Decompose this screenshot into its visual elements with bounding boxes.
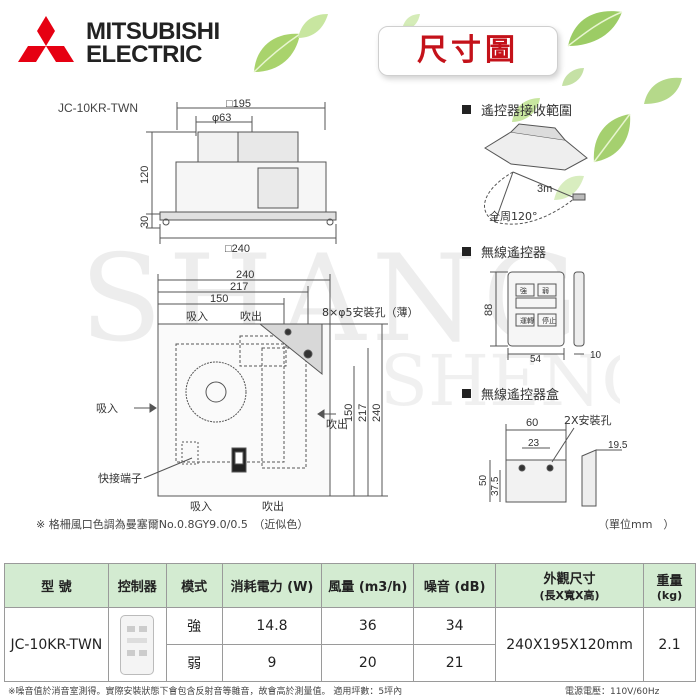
cell-model: JC-10KR-TWN — [4, 607, 109, 682]
remote-btn-run: 運轉 — [520, 316, 534, 325]
front-view-drawing: 240 217 150 8×φ5安裝孔（薄） 吸入 吹出 吸入 吹出 吸入 吹出… — [96, 269, 418, 512]
remote-depth: 10 — [590, 350, 602, 361]
spec-table: 型 號 控制器 模式 消耗電力 (W) 風量 (m3/h) 噪音 (dB) 外觀… — [4, 563, 696, 682]
holder-holes: 2X安裝孔 — [564, 413, 612, 427]
leaf-icon — [567, 11, 623, 47]
table-header-row: 型 號 控制器 模式 消耗電力 (W) 風量 (m3/h) 噪音 (dB) 外觀… — [4, 563, 696, 608]
remote-heading-text: 無線遙控器 — [481, 246, 547, 261]
col-size: 外觀尺寸 (長X寬X高) — [495, 563, 645, 608]
footer-voltage: 電源電壓：110V/60Hz — [565, 687, 660, 697]
dim-240: 240 — [236, 269, 254, 281]
cell-airflow: 36 — [321, 607, 415, 645]
page-title: 尺寸圖 — [378, 26, 558, 76]
dim-v217: 217 — [357, 404, 369, 422]
label-intake-bottom: 吸入 — [190, 500, 212, 512]
brand-line1: MITSUBISHI — [86, 18, 220, 45]
remote-thumbnail — [120, 614, 155, 675]
cell-noise: 21 — [413, 644, 497, 682]
col-controller: 控制器 — [107, 563, 167, 608]
table-row: 弱 9 20 21 — [5, 644, 696, 682]
leaf-icon — [644, 77, 682, 104]
cell-mode: 強 — [165, 607, 223, 645]
leaf-icon — [298, 14, 328, 38]
dim-150: 150 — [210, 293, 228, 305]
label-exhaust-right: 吹出 — [326, 417, 348, 431]
cell-size: 240X195X120mm — [495, 607, 645, 682]
grille-color-note: ※ 格柵風口色調為曼塞爾No.0.8GY9.0/0.5 （近似色） — [36, 518, 309, 531]
col-size-title: 外觀尺寸 — [543, 572, 596, 587]
holder-dim-23: 23 — [528, 438, 540, 449]
side-view-drawing: □195 φ63 120 30 □240 — [139, 98, 337, 255]
drawing-model-code: JC-10KR-TWN — [58, 101, 138, 115]
dim-bottom: □240 — [225, 243, 250, 255]
label-exhaust-bottom: 吹出 — [262, 499, 284, 512]
dim-top: □195 — [226, 98, 251, 110]
leaf-icon — [512, 98, 540, 122]
label-intake-top: 吸入 — [186, 310, 208, 323]
col-weight: 重量(kg) — [643, 563, 696, 608]
svg-text:SHENG: SHENG — [380, 340, 620, 410]
leaf-icon — [554, 175, 584, 200]
bullet-square — [462, 105, 471, 114]
dim-217: 217 — [230, 281, 248, 293]
dim-duct: φ63 — [212, 112, 231, 124]
cell-weight: 2.1 — [643, 607, 696, 682]
receiver-distance: 3m — [537, 183, 552, 195]
col-weight-title: 重量 — [656, 573, 683, 589]
remote-heading: 無線遙控器 — [462, 242, 546, 261]
label-intake-left: 吸入 — [96, 402, 118, 415]
mitsubishi-logo — [18, 16, 74, 62]
dim-v150: 150 — [343, 404, 355, 422]
col-noise: 噪音 (dB) — [413, 563, 497, 608]
table-row: JC-10KR-TWN 強 14.8 36 34 240X195X120mm 2… — [4, 607, 696, 682]
receiver-heading-text: 遙控器接收範圍 — [481, 104, 573, 119]
remote-btn-stop: 停止 — [542, 316, 556, 325]
bullet-square — [462, 389, 471, 398]
col-power: 消耗電力 (W) — [221, 563, 323, 608]
remote-width: 54 — [530, 354, 542, 362]
leaf-icon — [593, 113, 631, 163]
remote-diagram: 88 54 10 強 弱 運轉 停止 — [483, 271, 602, 362]
remote-height: 88 — [483, 304, 495, 316]
cell-power: 9 — [221, 644, 323, 682]
col-size-sub: (長X寬X高) — [539, 589, 600, 602]
cell-mode: 弱 — [165, 644, 223, 682]
holder-heading: 無線遙控器盒 — [462, 384, 559, 403]
hole-note: 8×φ5安裝孔（薄） — [322, 305, 418, 319]
cell-airflow: 20 — [321, 644, 415, 682]
col-model: 型 號 — [4, 563, 109, 608]
dim-v240: 240 — [371, 404, 383, 422]
holder-dim-60: 60 — [526, 417, 538, 429]
leaf-icon — [562, 68, 584, 86]
col-mode: 模式 — [165, 563, 223, 608]
label-exhaust-top: 吹出 — [240, 309, 262, 323]
holder-dim-50: 50 — [478, 474, 489, 486]
dim-base: 30 — [139, 216, 151, 228]
remote-btn-strong: 強 — [520, 287, 527, 295]
receiver-heading: 遙控器接收範圍 — [462, 100, 572, 119]
cell-controller — [107, 607, 167, 682]
cell-noise: 34 — [413, 607, 497, 645]
remote-btn-weak: 弱 — [542, 287, 549, 295]
brand-line2: ELECTRIC — [86, 41, 202, 68]
col-weight-sub: (kg) — [656, 588, 683, 602]
cell-power: 14.8 — [221, 607, 323, 645]
label-terminal: 快接端子 — [98, 472, 142, 485]
bullet-square — [462, 247, 471, 256]
holder-heading-text: 無線遙控器盒 — [481, 388, 560, 403]
brand-name: MITSUBISHI ELECTRIC — [86, 18, 220, 68]
footer-note: ※噪音值於消音室測得。實際安裝狀態下會包含反射音等雜音，故會高於測量值。 適用坪… — [8, 687, 403, 697]
receiver-angle: 全周120° — [489, 209, 538, 223]
col-airflow: 風量 (m3/h) — [321, 563, 415, 608]
holder-dim-37-5: 37.5 — [490, 476, 501, 496]
dim-height: 120 — [139, 166, 151, 184]
holder-dim-19-5: 19.5 — [608, 440, 628, 451]
receiver-range-diagram: 3m 全周120° — [484, 123, 588, 225]
leaf-icon — [253, 33, 301, 73]
holder-diagram: 60 23 19.5 2X安裝孔 50 37.5 — [478, 413, 628, 507]
unit-note: （單位mm ） — [598, 518, 675, 531]
